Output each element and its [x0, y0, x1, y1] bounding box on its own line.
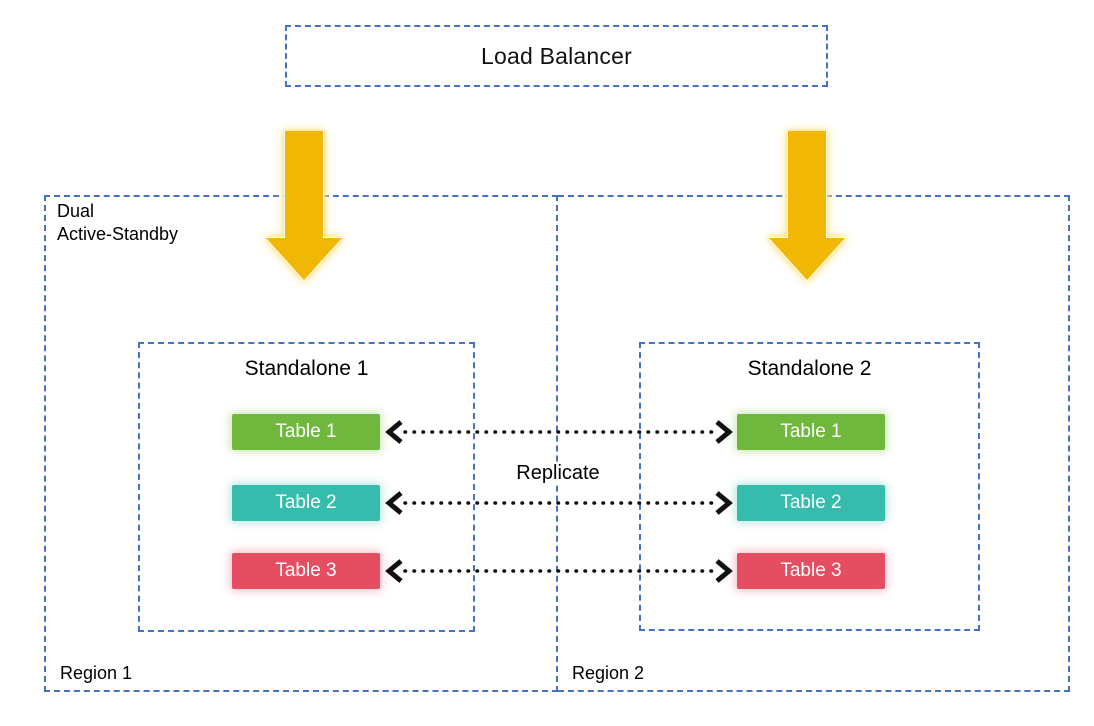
table-chip: Table 3 [232, 553, 380, 589]
table-label: Table 3 [780, 560, 842, 581]
down-arrow-icon-right [769, 131, 845, 281]
table-chip: Table 2 [232, 485, 380, 521]
replicate-arrow-icon [385, 491, 733, 515]
load-balancer-box: Load Balancer [285, 25, 828, 87]
table-chip: Table 1 [232, 414, 380, 450]
table-label: Table 3 [275, 560, 337, 581]
region-2-label: Region 2 [572, 663, 645, 683]
table-label: Table 2 [780, 492, 842, 513]
table-label: Table 1 [275, 421, 337, 442]
table-label: Table 1 [780, 421, 842, 442]
table-label: Table 2 [275, 492, 337, 513]
deployment-mode-label: Dual Active-Standby [57, 200, 178, 246]
replicate-arrow-icon [385, 559, 733, 583]
standalone-2-title: Standalone 2 [747, 357, 872, 380]
deployment-mode-line1: Dual [57, 201, 95, 221]
standalone-1-title: Standalone 1 [244, 357, 369, 380]
load-balancer-label: Load Balancer [481, 42, 632, 69]
table-chip: Table 1 [737, 414, 885, 450]
table-chip: Table 3 [737, 553, 885, 589]
replicate-label: Replicate [510, 462, 606, 485]
down-arrow-icon-left [266, 131, 342, 281]
table-chip: Table 2 [737, 485, 885, 521]
deployment-mode-line2: Active-Standby [57, 224, 179, 244]
replicate-arrow-icon [385, 420, 733, 444]
standalone-2-box: Standalone 2 [639, 342, 980, 631]
region-1-label: Region 1 [60, 663, 133, 683]
standalone-1-box: Standalone 1 [138, 342, 475, 632]
